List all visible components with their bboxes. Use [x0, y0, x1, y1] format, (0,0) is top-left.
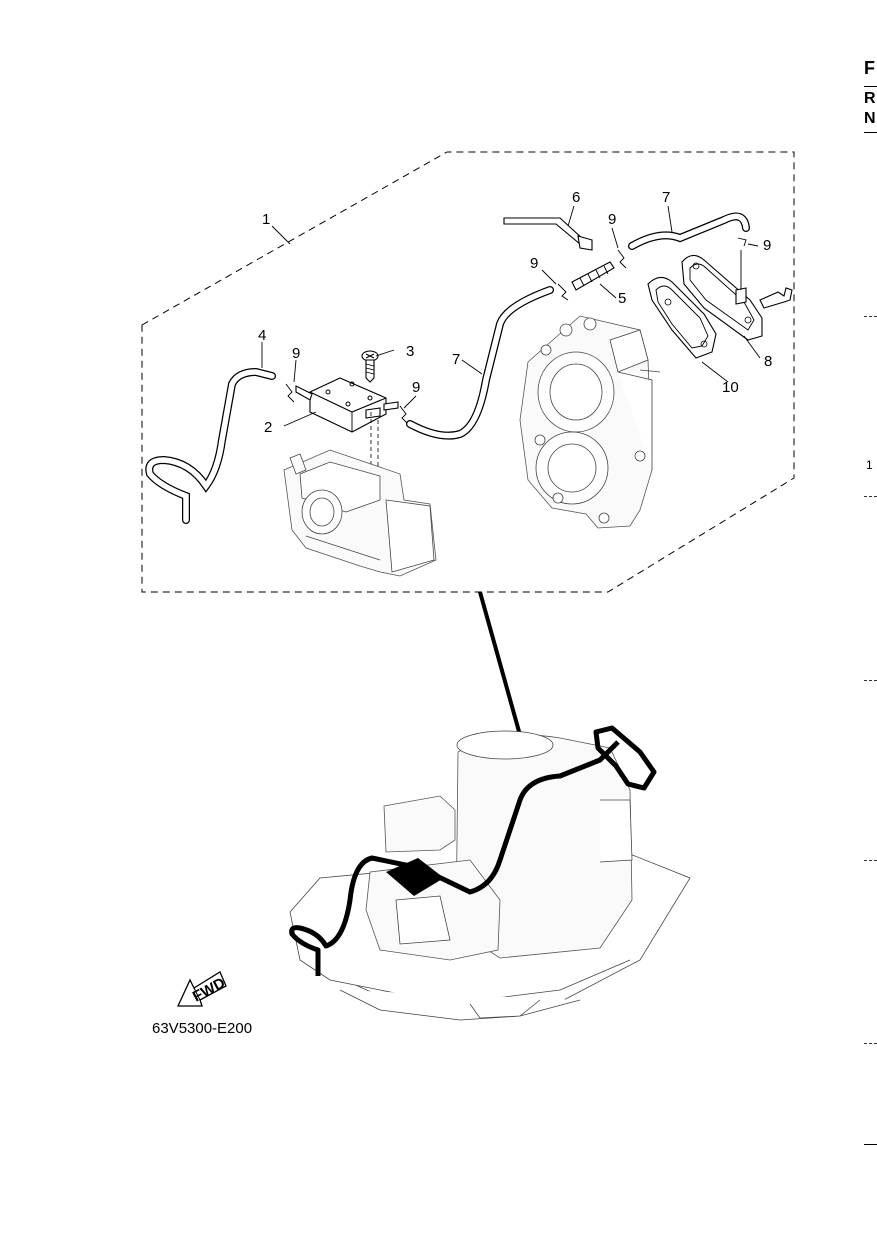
edge-page-mark: 1: [866, 458, 873, 472]
part-9-clip-c: [557, 283, 569, 301]
edge-letter-r: R: [864, 90, 876, 107]
part-2-fuel-pump: [295, 377, 399, 433]
edge-tick: [864, 680, 877, 681]
edge-letter-n: N: [864, 110, 876, 127]
callout-8: 8: [764, 353, 772, 370]
callout-9-e: 9: [763, 237, 771, 254]
drawing-code: 63V5300-E200: [152, 1020, 252, 1037]
part-9-clip-b: [399, 405, 409, 425]
callout-4: 4: [258, 327, 266, 344]
callout-7-upper: 7: [662, 189, 670, 206]
part-9-clip-e: [737, 237, 747, 247]
edge-tick: [864, 860, 877, 861]
callout-9-c: 9: [530, 255, 538, 272]
callout-numbers: 1 2 3 4 5 6 7 7 8 9 9 9 9 9 10: [258, 189, 772, 436]
part-10-gasket: [647, 276, 717, 359]
callout-1: 1: [262, 211, 270, 228]
callout-3: 3: [406, 343, 414, 360]
part-8-cover: [681, 250, 793, 341]
part-4-fuel-hose: [145, 367, 276, 524]
part-7-fuel-hose-lower: [406, 286, 554, 440]
carburetor-illustration: [283, 449, 437, 577]
edge-letter-f: F: [864, 58, 875, 78]
forward-direction-arrow: FWD: [176, 971, 228, 1007]
edge-rule-1: [864, 86, 877, 87]
edge-rule-3: [864, 1144, 877, 1145]
part-7-fuel-hose-upper: [628, 212, 750, 250]
edge-rule-2: [864, 132, 877, 133]
part-6-tie-strap: [503, 217, 593, 251]
engine-overview-illustration: [289, 730, 691, 1021]
part-3-screw: [361, 350, 379, 383]
callout-10: 10: [722, 379, 739, 396]
callout-5: 5: [618, 290, 626, 307]
edge-tick: [864, 1043, 877, 1044]
assembly-group-outline: [141, 151, 795, 593]
callout-9-b: 9: [412, 379, 420, 396]
callout-leader-lines: [261, 205, 761, 427]
callout-7-lower: 7: [452, 351, 460, 368]
edge-tick: [864, 316, 877, 317]
part-9-clip-d: [617, 249, 627, 269]
part-5-fitting: [571, 261, 615, 291]
callout-9-d: 9: [608, 211, 616, 228]
fuel-line-highlight: [289, 725, 657, 976]
part-9-clip-a: [285, 383, 295, 403]
callout-9-a: 9: [292, 345, 300, 362]
cylinder-head-illustration: [519, 315, 661, 529]
edge-tick: [864, 496, 877, 497]
callout-2: 2: [264, 419, 272, 436]
callout-6: 6: [572, 189, 580, 206]
